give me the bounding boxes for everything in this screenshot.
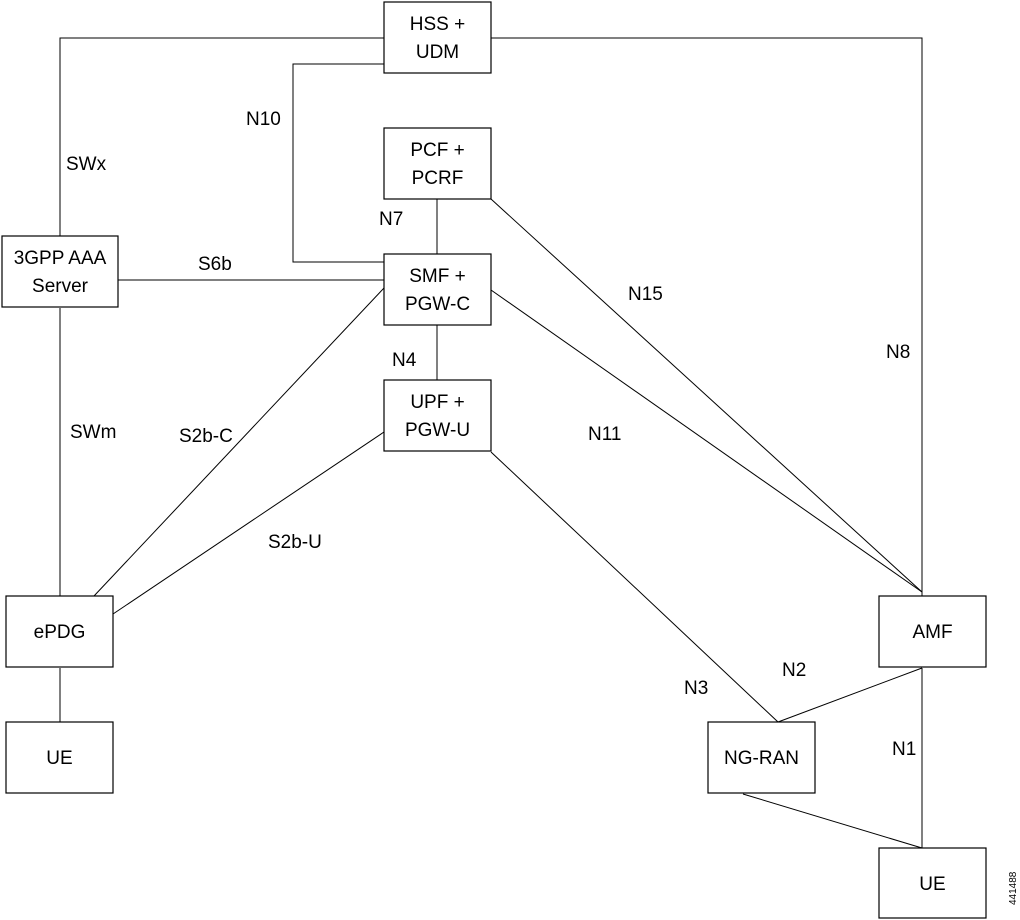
node-smf-pgwc-line2: PGW-C <box>405 294 470 315</box>
label-swm: SWm <box>70 422 116 443</box>
node-ue-left-label: UE <box>46 748 72 769</box>
node-ue-right-label: UE <box>919 874 945 895</box>
interface-labels: N10 SWx N7 S6b N15 N8 N4 SWm S2b-C N11 S… <box>66 109 916 760</box>
label-n7: N7 <box>379 209 403 230</box>
node-amf: AMF <box>878 595 987 668</box>
link-n15 <box>490 198 923 593</box>
label-n2: N2 <box>782 660 806 681</box>
node-aaa-server: 3GPP AAA Server <box>1 235 119 308</box>
node-upf-pgwu-line1: UPF + <box>410 392 464 413</box>
node-smf-pgwc-line1: SMF + <box>409 266 465 287</box>
node-ue-left: UE <box>5 721 114 794</box>
link-n8 <box>491 37 923 596</box>
label-n3: N3 <box>684 678 708 699</box>
node-epdg-label: ePDG <box>34 622 86 643</box>
node-amf-label: AMF <box>912 622 952 643</box>
label-swx: SWx <box>66 154 107 175</box>
node-ng-ran: NG-RAN <box>707 721 816 794</box>
node-hss-udm-line2: UDM <box>416 42 459 63</box>
node-aaa-server-line2: Server <box>32 276 89 297</box>
node-pcf-pcrf-line2: PCRF <box>412 168 464 189</box>
label-n8: N8 <box>886 342 910 363</box>
node-hss-udm-line1: HSS + <box>410 14 465 35</box>
node-ng-ran-label: NG-RAN <box>724 748 799 769</box>
link-s2b-u <box>112 431 385 615</box>
link-s2b-c <box>93 287 385 597</box>
link-ngran-ue <box>742 793 923 849</box>
node-upf-pgwu: UPF + PGW-U <box>383 379 492 452</box>
node-hss-udm: HSS + UDM <box>383 1 492 74</box>
node-upf-pgwu-line2: PGW-U <box>405 420 470 441</box>
label-n11: N11 <box>588 424 621 445</box>
link-swx <box>59 37 384 236</box>
node-ue-right: UE <box>878 847 987 919</box>
label-s6b: S6b <box>198 254 232 275</box>
label-s2b-c: S2b-C <box>179 426 233 447</box>
node-smf-pgwc: SMF + PGW-C <box>383 253 492 326</box>
label-n15: N15 <box>628 284 663 305</box>
node-epdg: ePDG <box>5 595 114 668</box>
node-pcf-pcrf-line1: PCF + <box>410 140 464 161</box>
link-n3 <box>490 451 779 723</box>
label-n1: N1 <box>892 739 916 760</box>
node-pcf-pcrf: PCF + PCRF <box>383 127 492 200</box>
node-aaa-server-line1: 3GPP AAA <box>14 248 107 269</box>
label-n10: N10 <box>246 109 281 130</box>
link-n10 <box>292 63 384 263</box>
link-n11 <box>490 289 923 593</box>
link-n2 <box>777 667 923 723</box>
label-s2b-u: S2b-U <box>268 532 322 553</box>
connections <box>59 37 923 849</box>
figure-id: 441488 <box>1008 871 1019 905</box>
label-n4: N4 <box>392 350 417 371</box>
